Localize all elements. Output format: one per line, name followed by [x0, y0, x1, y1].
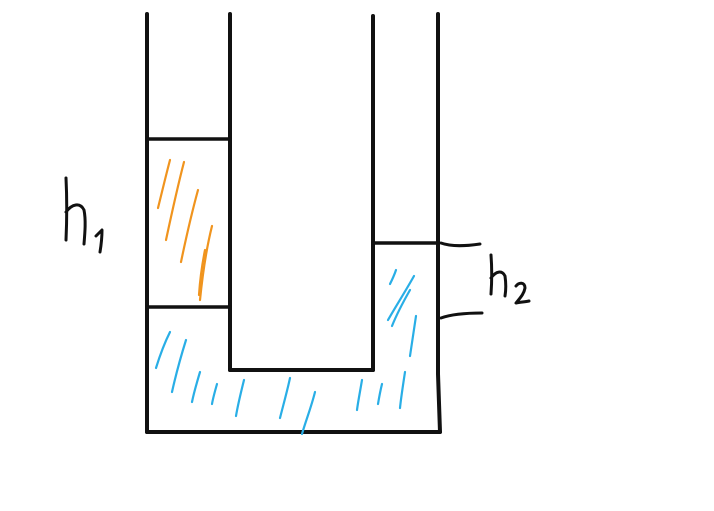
- blue-hatch-stroke: [355, 378, 364, 412]
- orange-hatch-stroke: [164, 160, 186, 242]
- h1-label: h1: [64, 176, 104, 254]
- blue-hatch-stroke: [386, 274, 416, 322]
- blue-hatch-stroke: [210, 382, 219, 406]
- blue-hatch-stroke: [388, 268, 398, 286]
- blue-hatch-stroke: [278, 376, 292, 420]
- u-tube: [145, 12, 442, 434]
- blue-hatch-stroke: [234, 378, 246, 418]
- blue-hatch-stroke: [398, 370, 407, 410]
- blue-hatch-stroke: [154, 330, 172, 370]
- liquid-interfaces: [145, 137, 438, 309]
- h1-index-1: [94, 228, 104, 254]
- h1-letter-h: [64, 176, 87, 246]
- h2-index-2: [514, 281, 531, 305]
- h2-letter-h: [489, 253, 508, 298]
- h2-label: h2: [439, 241, 531, 320]
- blue-hatch-stroke: [390, 288, 412, 328]
- blue-hatch-stroke: [170, 338, 188, 394]
- blue-hatch-stroke: [376, 382, 384, 406]
- blue-hatch-stroke: [190, 370, 202, 404]
- orange-hatch-stroke: [197, 248, 207, 297]
- bottom-liquid-hatching: [154, 268, 418, 436]
- orange-hatch-stroke: [179, 188, 200, 264]
- orange-hatch-stroke: [156, 158, 172, 210]
- blue-hatch-stroke: [300, 390, 317, 436]
- right-outer-wall: [436, 12, 442, 434]
- orange-hatch-stroke: [198, 224, 214, 302]
- h2-lower-tick: [439, 311, 484, 320]
- h2-upper-tick: [439, 241, 482, 248]
- blue-hatch-stroke: [408, 314, 418, 358]
- left-liquid-hatching: [156, 158, 214, 302]
